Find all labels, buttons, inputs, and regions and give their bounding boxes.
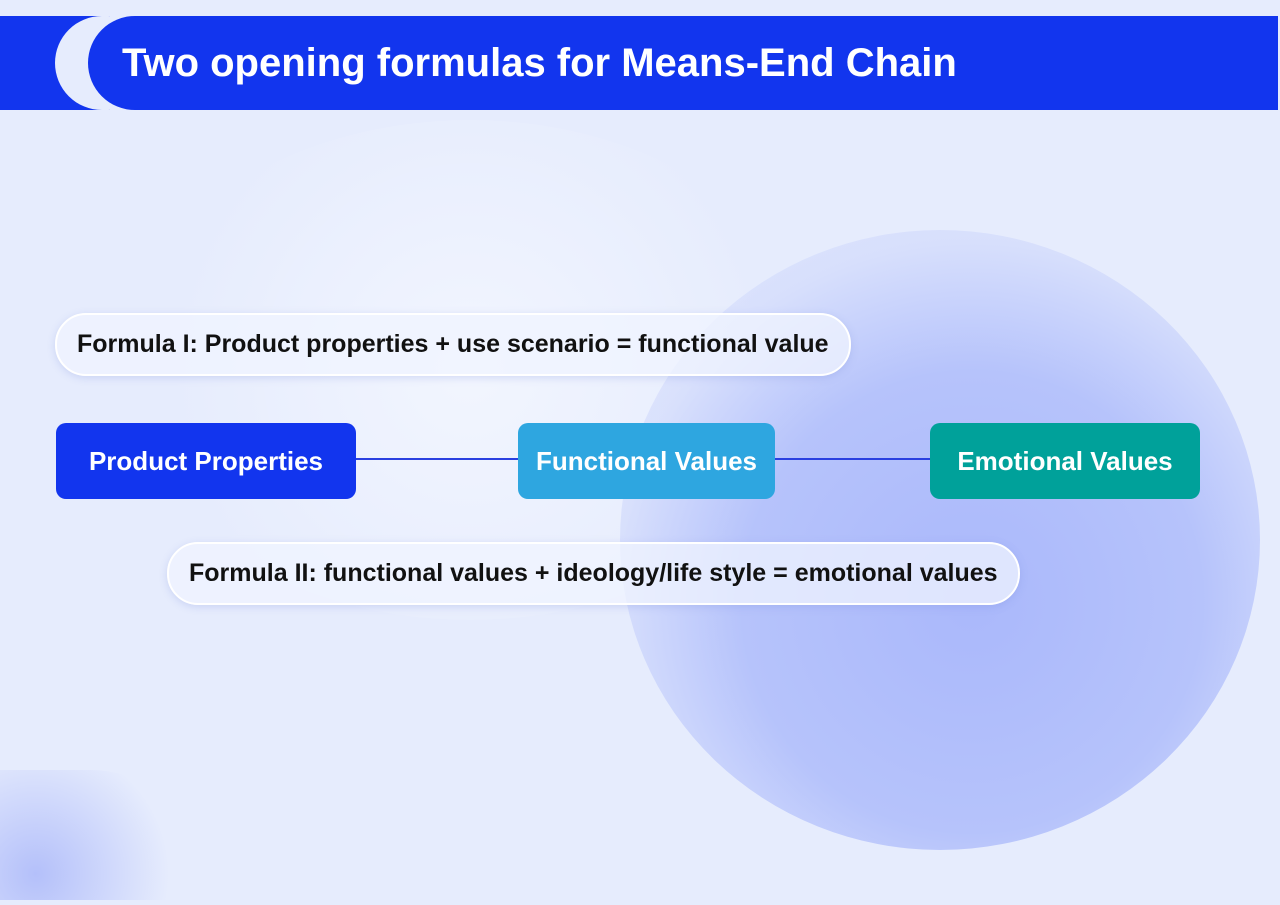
node-functional-values: Functional Values [518,423,775,499]
connector-line [356,458,518,460]
slide-title: Two opening formulas for Means-End Chain [122,41,957,85]
banner-pill [88,16,1278,110]
connector-line [775,458,930,460]
formula-one: Formula I: Product properties + use scen… [55,313,851,376]
node-emotional-values: Emotional Values [930,423,1200,499]
formula-two: Formula II: functional values + ideology… [167,542,1020,605]
node-product-properties: Product Properties [56,423,356,499]
background-blob-corner [0,770,180,900]
